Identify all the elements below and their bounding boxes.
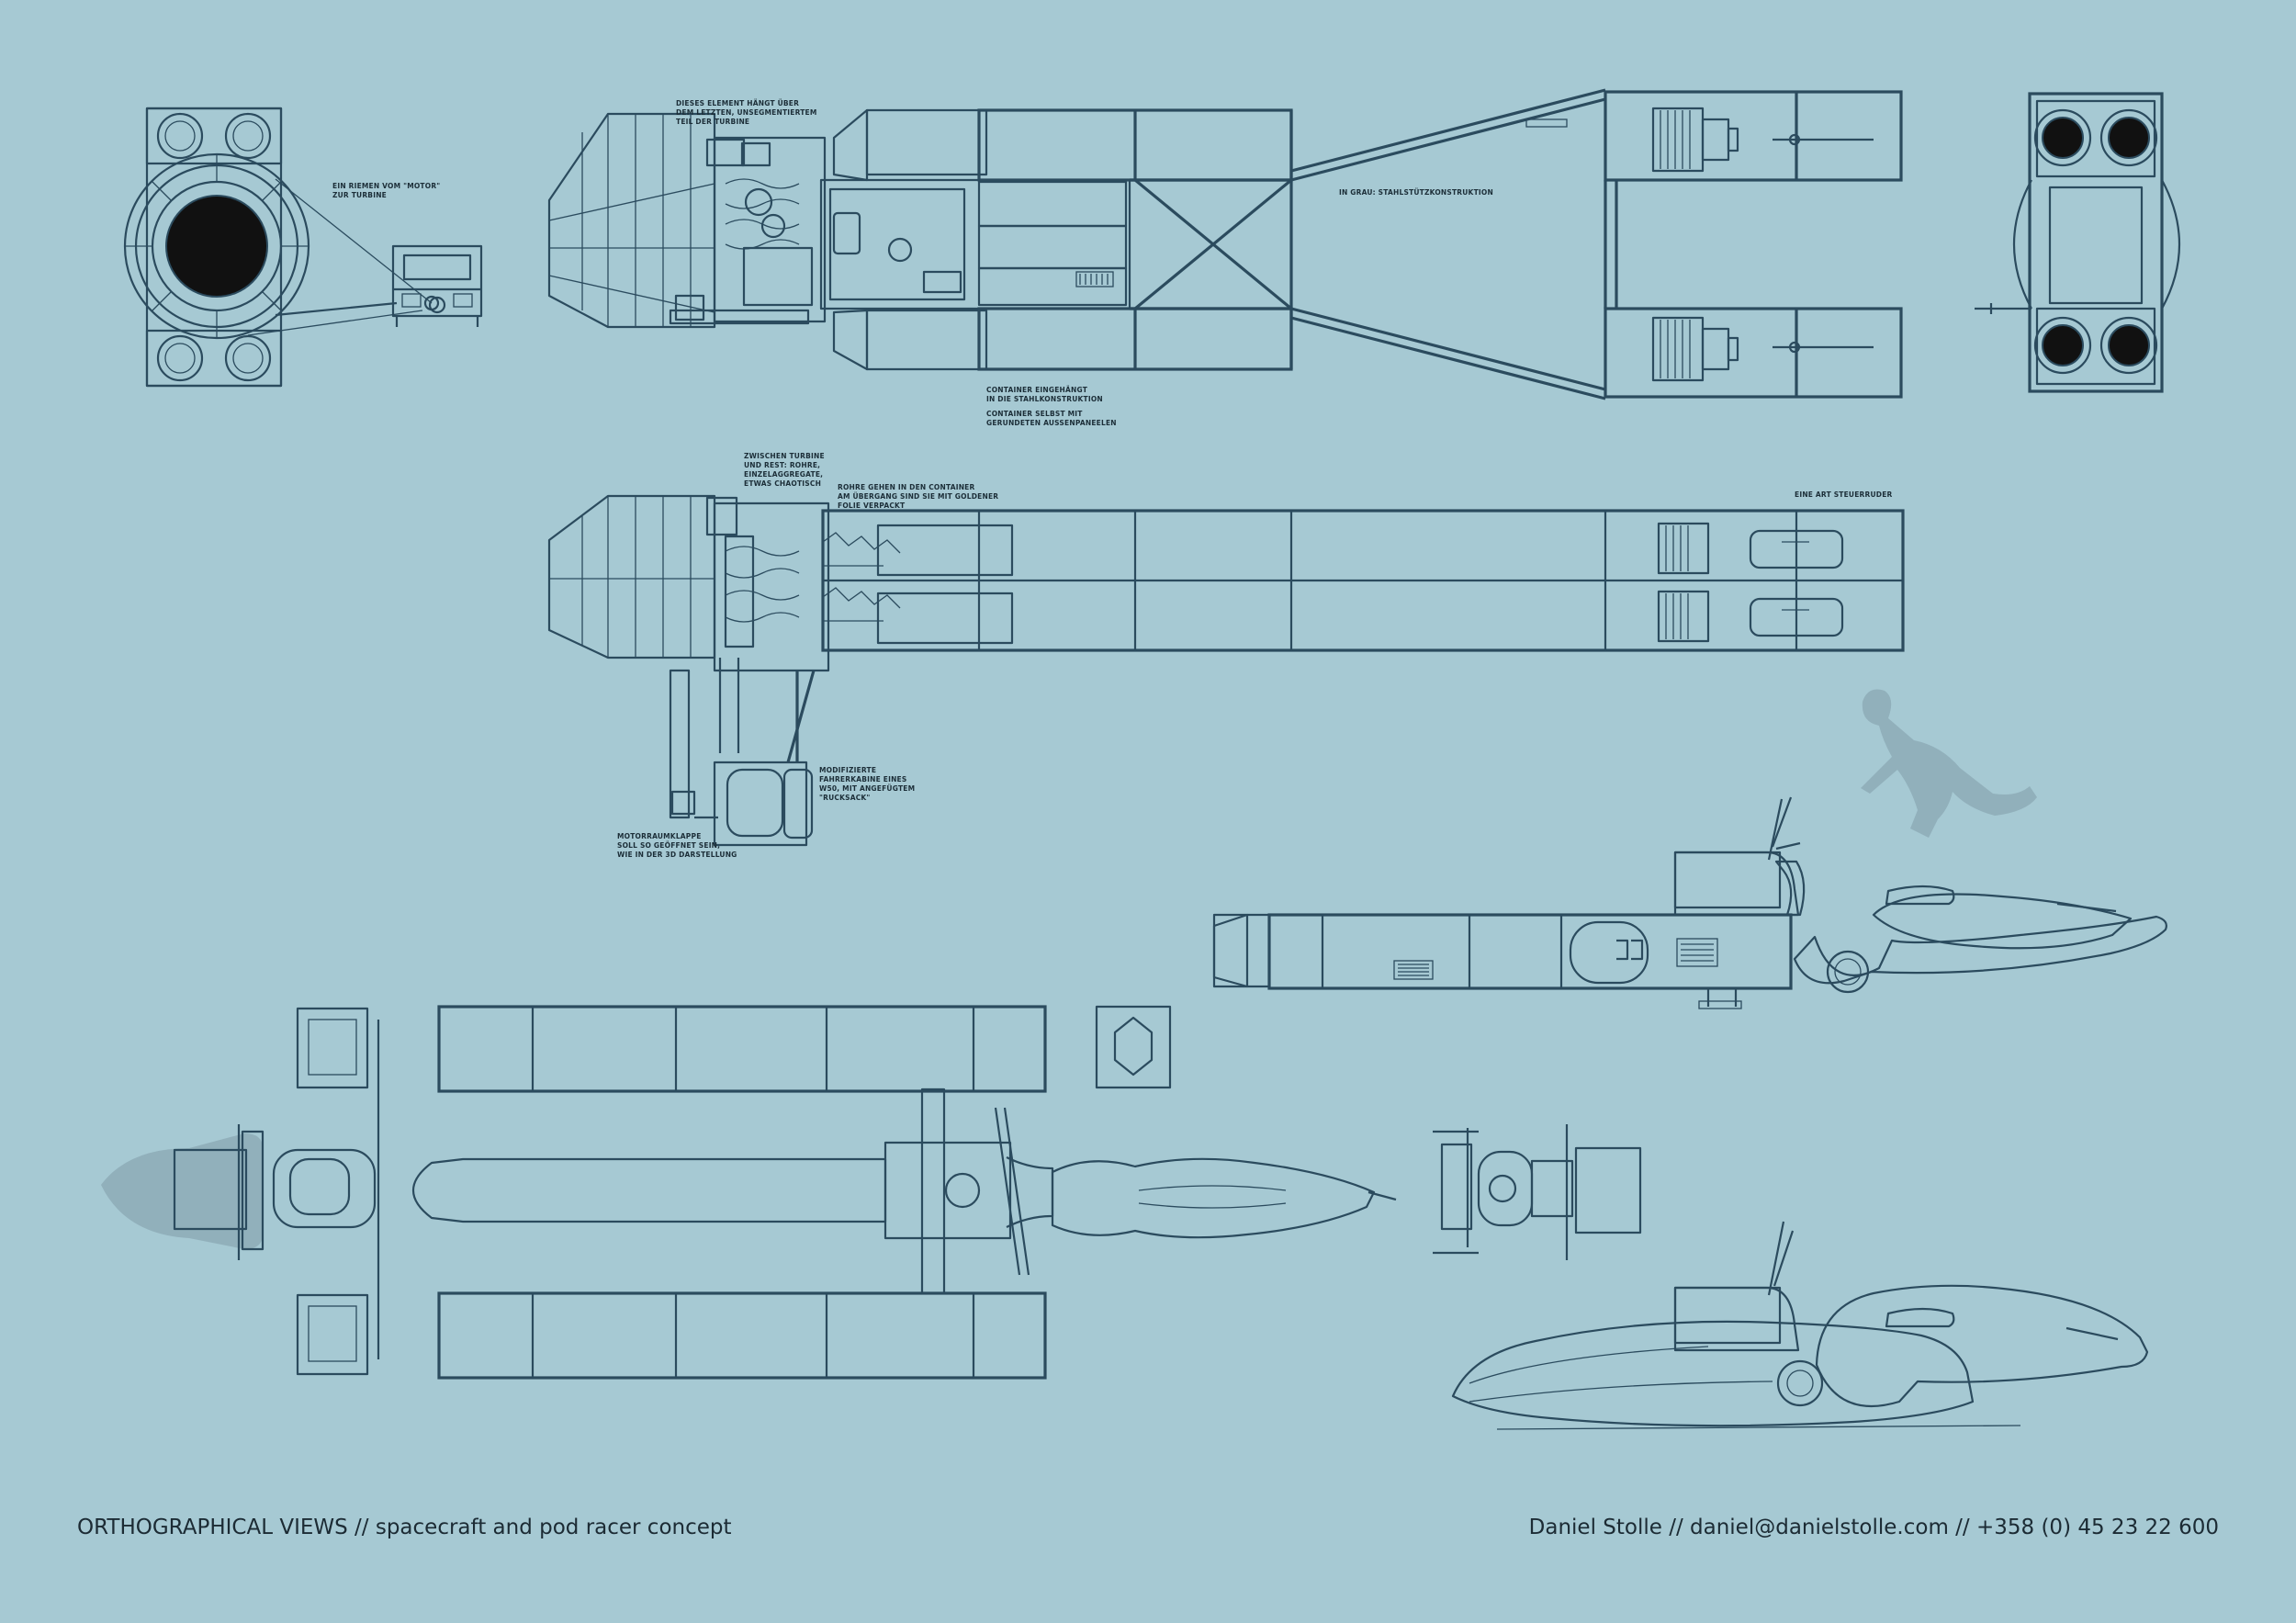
footer-title: ORTHOGRAPHICAL VIEWS // spacecraft and p… (77, 1516, 732, 1539)
spacecraft-front-view (123, 107, 483, 388)
annotation-pipes-container: ROHRE GEHEN IN DEN CONTAINER AM ÜBERGANG… (838, 483, 999, 511)
annotation-container-hung: CONTAINER EINGEHÄNGT IN DIE STAHLKONSTRU… (986, 386, 1103, 404)
pod-racer-top-view (101, 1005, 1397, 1380)
pod-racer-side-view-alt (1451, 1221, 2149, 1430)
pod-racer-side-view (1212, 689, 2167, 1009)
rider-silhouette (1861, 689, 2037, 838)
annotation-container-panels: CONTAINER SELBST MIT GERUNDETEN AUSSENPA… (986, 410, 1117, 428)
annotation-rudder: EINE ART STEUERRUDER (1795, 490, 1893, 499)
annotation-engine-flap: MOTORRAUMKLAPPE SOLL SO GEÖFFNET SEIN, W… (617, 832, 737, 860)
annotation-cabin: MODIFIZIERTE FAHRERKABINE EINES W50, MIT… (819, 766, 916, 803)
spacecraft-side-view (547, 494, 1905, 847)
annotation-between-turbine: ZWISCHEN TURBINE UND REST: ROHRE, EINZEL… (744, 452, 825, 489)
annotation-belt: EIN RIEMEN VOM "MOTOR" ZUR TURBINE (332, 182, 441, 200)
pod-racer-front-view (1433, 1124, 1642, 1260)
annotation-grey-structure: IN GRAU: STAHLSTÜTZKONSTRUKTION (1339, 188, 1493, 197)
annotation-hanging-element: DIESES ELEMENT HÄNGT ÜBER DEM LETZTEN, U… (676, 99, 817, 127)
spacecraft-rear-view (1975, 92, 2180, 393)
spacecraft-top-view (423, 88, 1903, 400)
footer-contact: Daniel Stolle // daniel@danielstolle.com… (1528, 1516, 2219, 1539)
